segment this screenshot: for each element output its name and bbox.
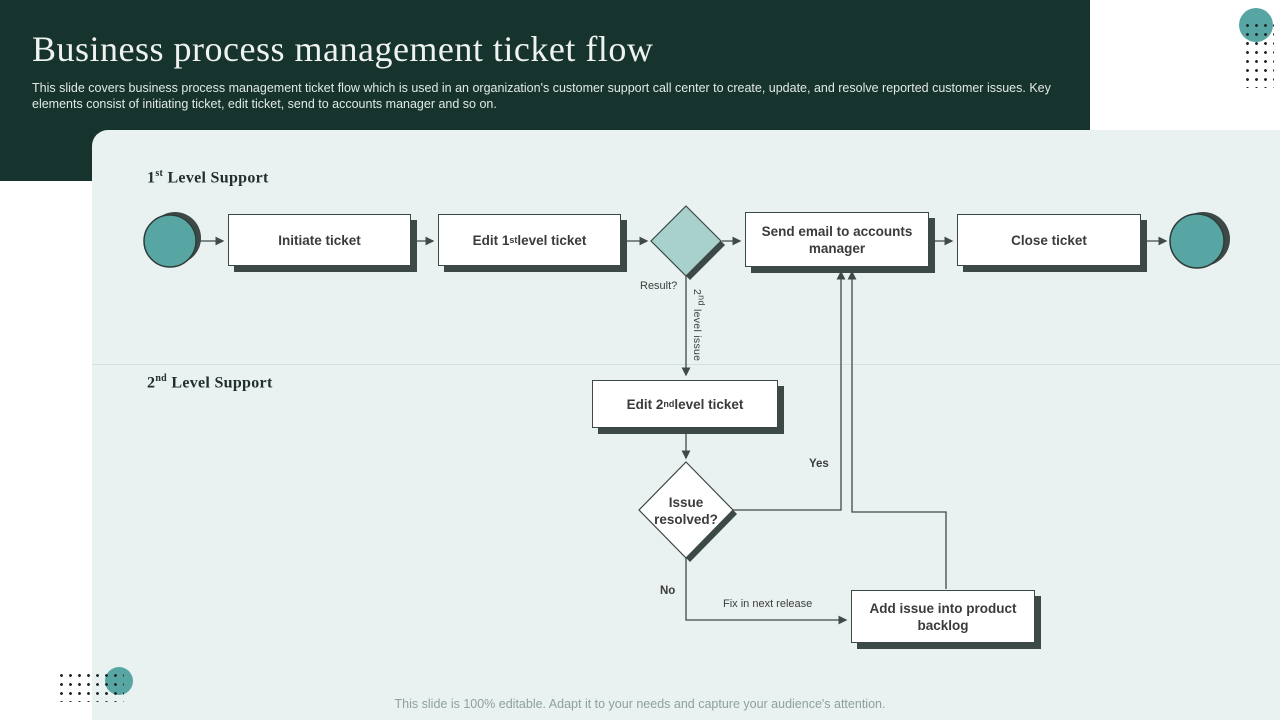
- result-decision-diamond: [650, 205, 725, 280]
- slide-subtitle: This slide covers business process manag…: [32, 81, 1051, 111]
- dot-grid-icon-top-right: [1243, 21, 1274, 88]
- process-box-close-ticket: Close ticket: [957, 214, 1141, 266]
- edge-label-no: No: [660, 585, 676, 597]
- process-box-add-issue-product-backlog: Add issue into product backlog: [851, 590, 1035, 643]
- edge-label-2nd-level-issue: 2nd level issue: [691, 289, 707, 362]
- page-title: Business process management ticket flow: [32, 29, 654, 69]
- end-node: [1169, 212, 1230, 269]
- edge-label-fix-in-next-release: Fix in next release: [723, 598, 813, 610]
- start-node: [143, 212, 201, 268]
- footer-note: This slide is 100% editable. Adapt it to…: [394, 697, 886, 711]
- dot-grid-icon-bottom-left: [57, 671, 124, 702]
- edge-label-yes: Yes: [809, 458, 829, 470]
- edge-label-result: Result?: [640, 280, 678, 292]
- lane-label-2nd-level-support: 2nd Level Support: [147, 373, 273, 392]
- process-box-initiate-ticket: Initiate ticket: [228, 214, 411, 266]
- decision-label-issue-resolved: Issue resolved?: [654, 495, 718, 527]
- connector-lines: [197, 236, 1168, 625]
- lane-label-1st-level-support: 1st Level Support: [147, 168, 269, 187]
- process-box-send-email-accounts-manager: Send email to accounts manager: [745, 212, 929, 267]
- issue-resolved-decision-diamond: [638, 461, 737, 562]
